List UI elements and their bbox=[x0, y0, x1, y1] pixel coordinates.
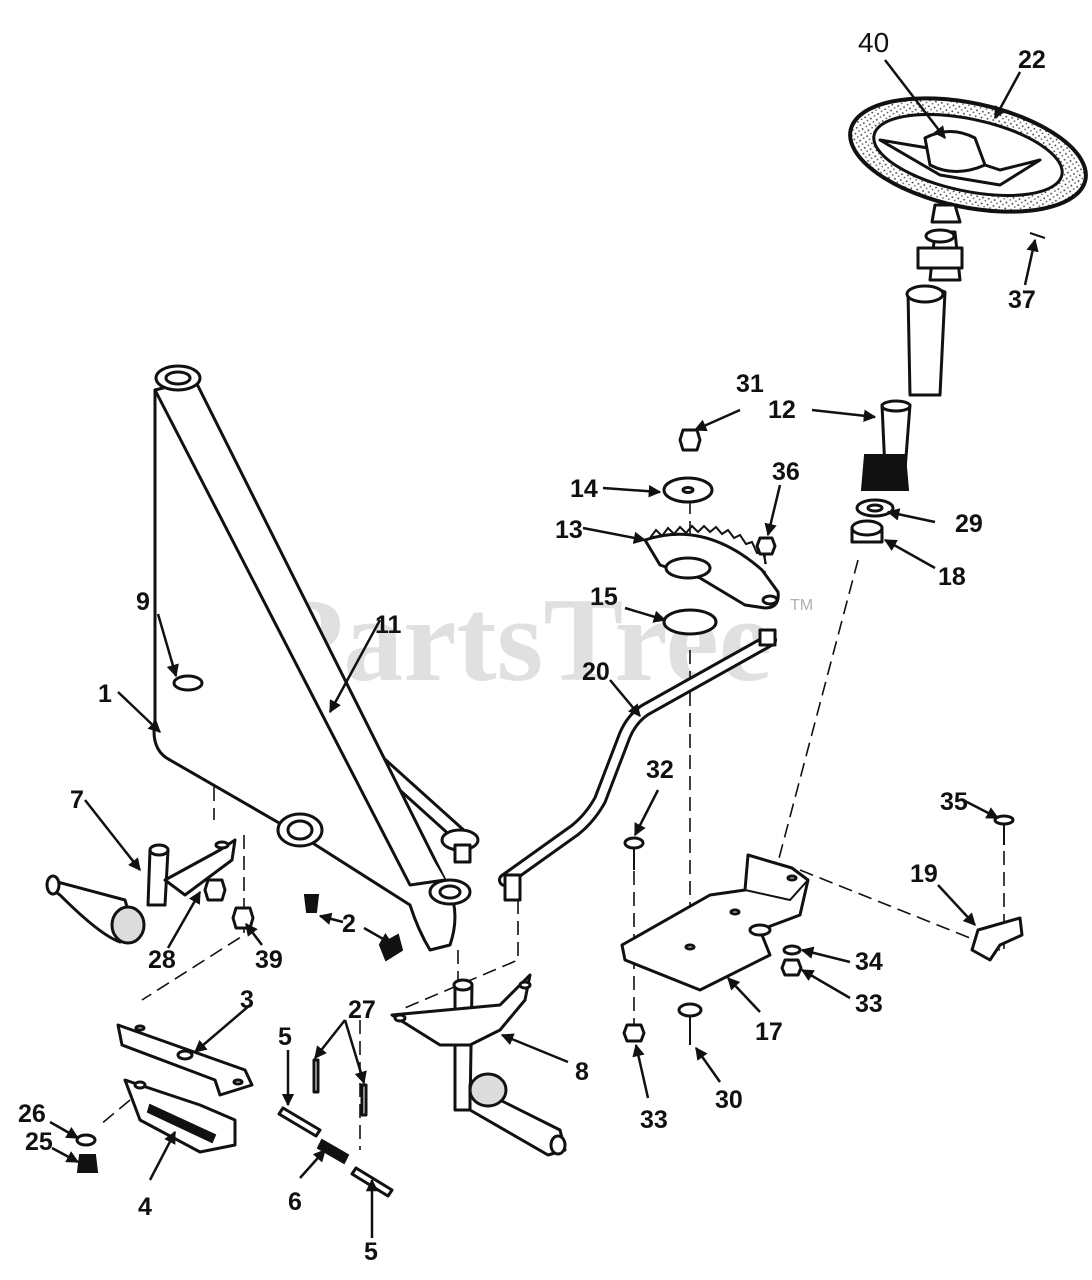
callout-31: 31 bbox=[736, 370, 764, 398]
washer-14 bbox=[662, 476, 714, 504]
steering-wheel-cap bbox=[923, 130, 987, 173]
left-spindle bbox=[45, 838, 237, 945]
pivot-bracket bbox=[123, 1078, 237, 1154]
callout-18: 18 bbox=[938, 563, 966, 591]
bolt-30 bbox=[677, 1002, 703, 1045]
leader-arrows bbox=[49, 59, 1039, 1238]
callout-3: 3 bbox=[240, 986, 254, 1014]
right-spindle bbox=[390, 973, 567, 1157]
callout-40: 40 bbox=[858, 27, 889, 58]
retaining-ring-9 bbox=[172, 674, 204, 692]
callout-14: 14 bbox=[570, 475, 598, 503]
callout-33-left: 33 bbox=[640, 1106, 668, 1134]
callout-labels: 40 22 37 12 31 14 36 13 29 18 15 9 11 20… bbox=[18, 27, 1046, 1266]
callout-30: 30 bbox=[715, 1086, 743, 1114]
callout-1: 1 bbox=[98, 680, 112, 708]
callout-8: 8 bbox=[575, 1058, 589, 1086]
callout-4: 4 bbox=[138, 1193, 152, 1221]
washer-26 bbox=[75, 1133, 97, 1147]
pins-and-spring bbox=[277, 1058, 394, 1198]
callout-15: 15 bbox=[590, 583, 618, 611]
washer-29 bbox=[855, 498, 895, 518]
callout-11: 11 bbox=[375, 611, 402, 639]
nut-39 bbox=[231, 906, 255, 930]
callout-9: 9 bbox=[136, 588, 150, 616]
callout-5-top: 5 bbox=[278, 1023, 292, 1051]
steering-shaft bbox=[860, 228, 964, 491]
callout-28: 28 bbox=[148, 946, 176, 974]
callout-34: 34 bbox=[855, 948, 883, 976]
bolt-25 bbox=[76, 1154, 99, 1173]
bracket-19 bbox=[970, 916, 1024, 962]
callout-26: 26 bbox=[18, 1100, 46, 1128]
callout-17: 17 bbox=[755, 1018, 783, 1046]
callout-6: 6 bbox=[288, 1188, 302, 1216]
callout-36: 36 bbox=[772, 458, 800, 486]
callout-35: 35 bbox=[940, 788, 968, 816]
callout-13: 13 bbox=[555, 516, 583, 544]
bolt-32 bbox=[623, 836, 645, 870]
callout-7: 7 bbox=[70, 786, 84, 814]
nut-33-left bbox=[622, 1023, 646, 1043]
callout-22: 22 bbox=[1018, 46, 1046, 74]
bushing-18 bbox=[850, 519, 884, 544]
callout-2: 2 bbox=[342, 910, 356, 938]
washer-15 bbox=[662, 608, 718, 636]
support-plate bbox=[620, 853, 810, 992]
nut-33-right bbox=[780, 958, 803, 977]
nut-36 bbox=[755, 536, 777, 556]
watermark-trademark: TM bbox=[790, 597, 813, 614]
roll-pin bbox=[1029, 232, 1046, 239]
callout-19: 19 bbox=[910, 860, 938, 888]
nut-28 bbox=[203, 878, 227, 902]
bolt-35 bbox=[993, 814, 1015, 845]
callout-27: 27 bbox=[348, 996, 376, 1024]
callout-29: 29 bbox=[955, 510, 983, 538]
callout-25: 25 bbox=[25, 1128, 53, 1156]
axle-bracket bbox=[116, 1023, 254, 1097]
front-axle bbox=[152, 364, 472, 952]
callout-37: 37 bbox=[1008, 286, 1036, 314]
callout-33-right: 33 bbox=[855, 990, 883, 1018]
callout-32: 32 bbox=[646, 756, 674, 784]
sector-gear bbox=[643, 524, 780, 610]
washer-34 bbox=[782, 944, 802, 956]
callout-39: 39 bbox=[255, 946, 283, 974]
nut-31 bbox=[678, 428, 702, 452]
callout-20: 20 bbox=[582, 658, 610, 686]
callout-12: 12 bbox=[768, 396, 796, 424]
callout-5-bottom: 5 bbox=[364, 1238, 378, 1266]
